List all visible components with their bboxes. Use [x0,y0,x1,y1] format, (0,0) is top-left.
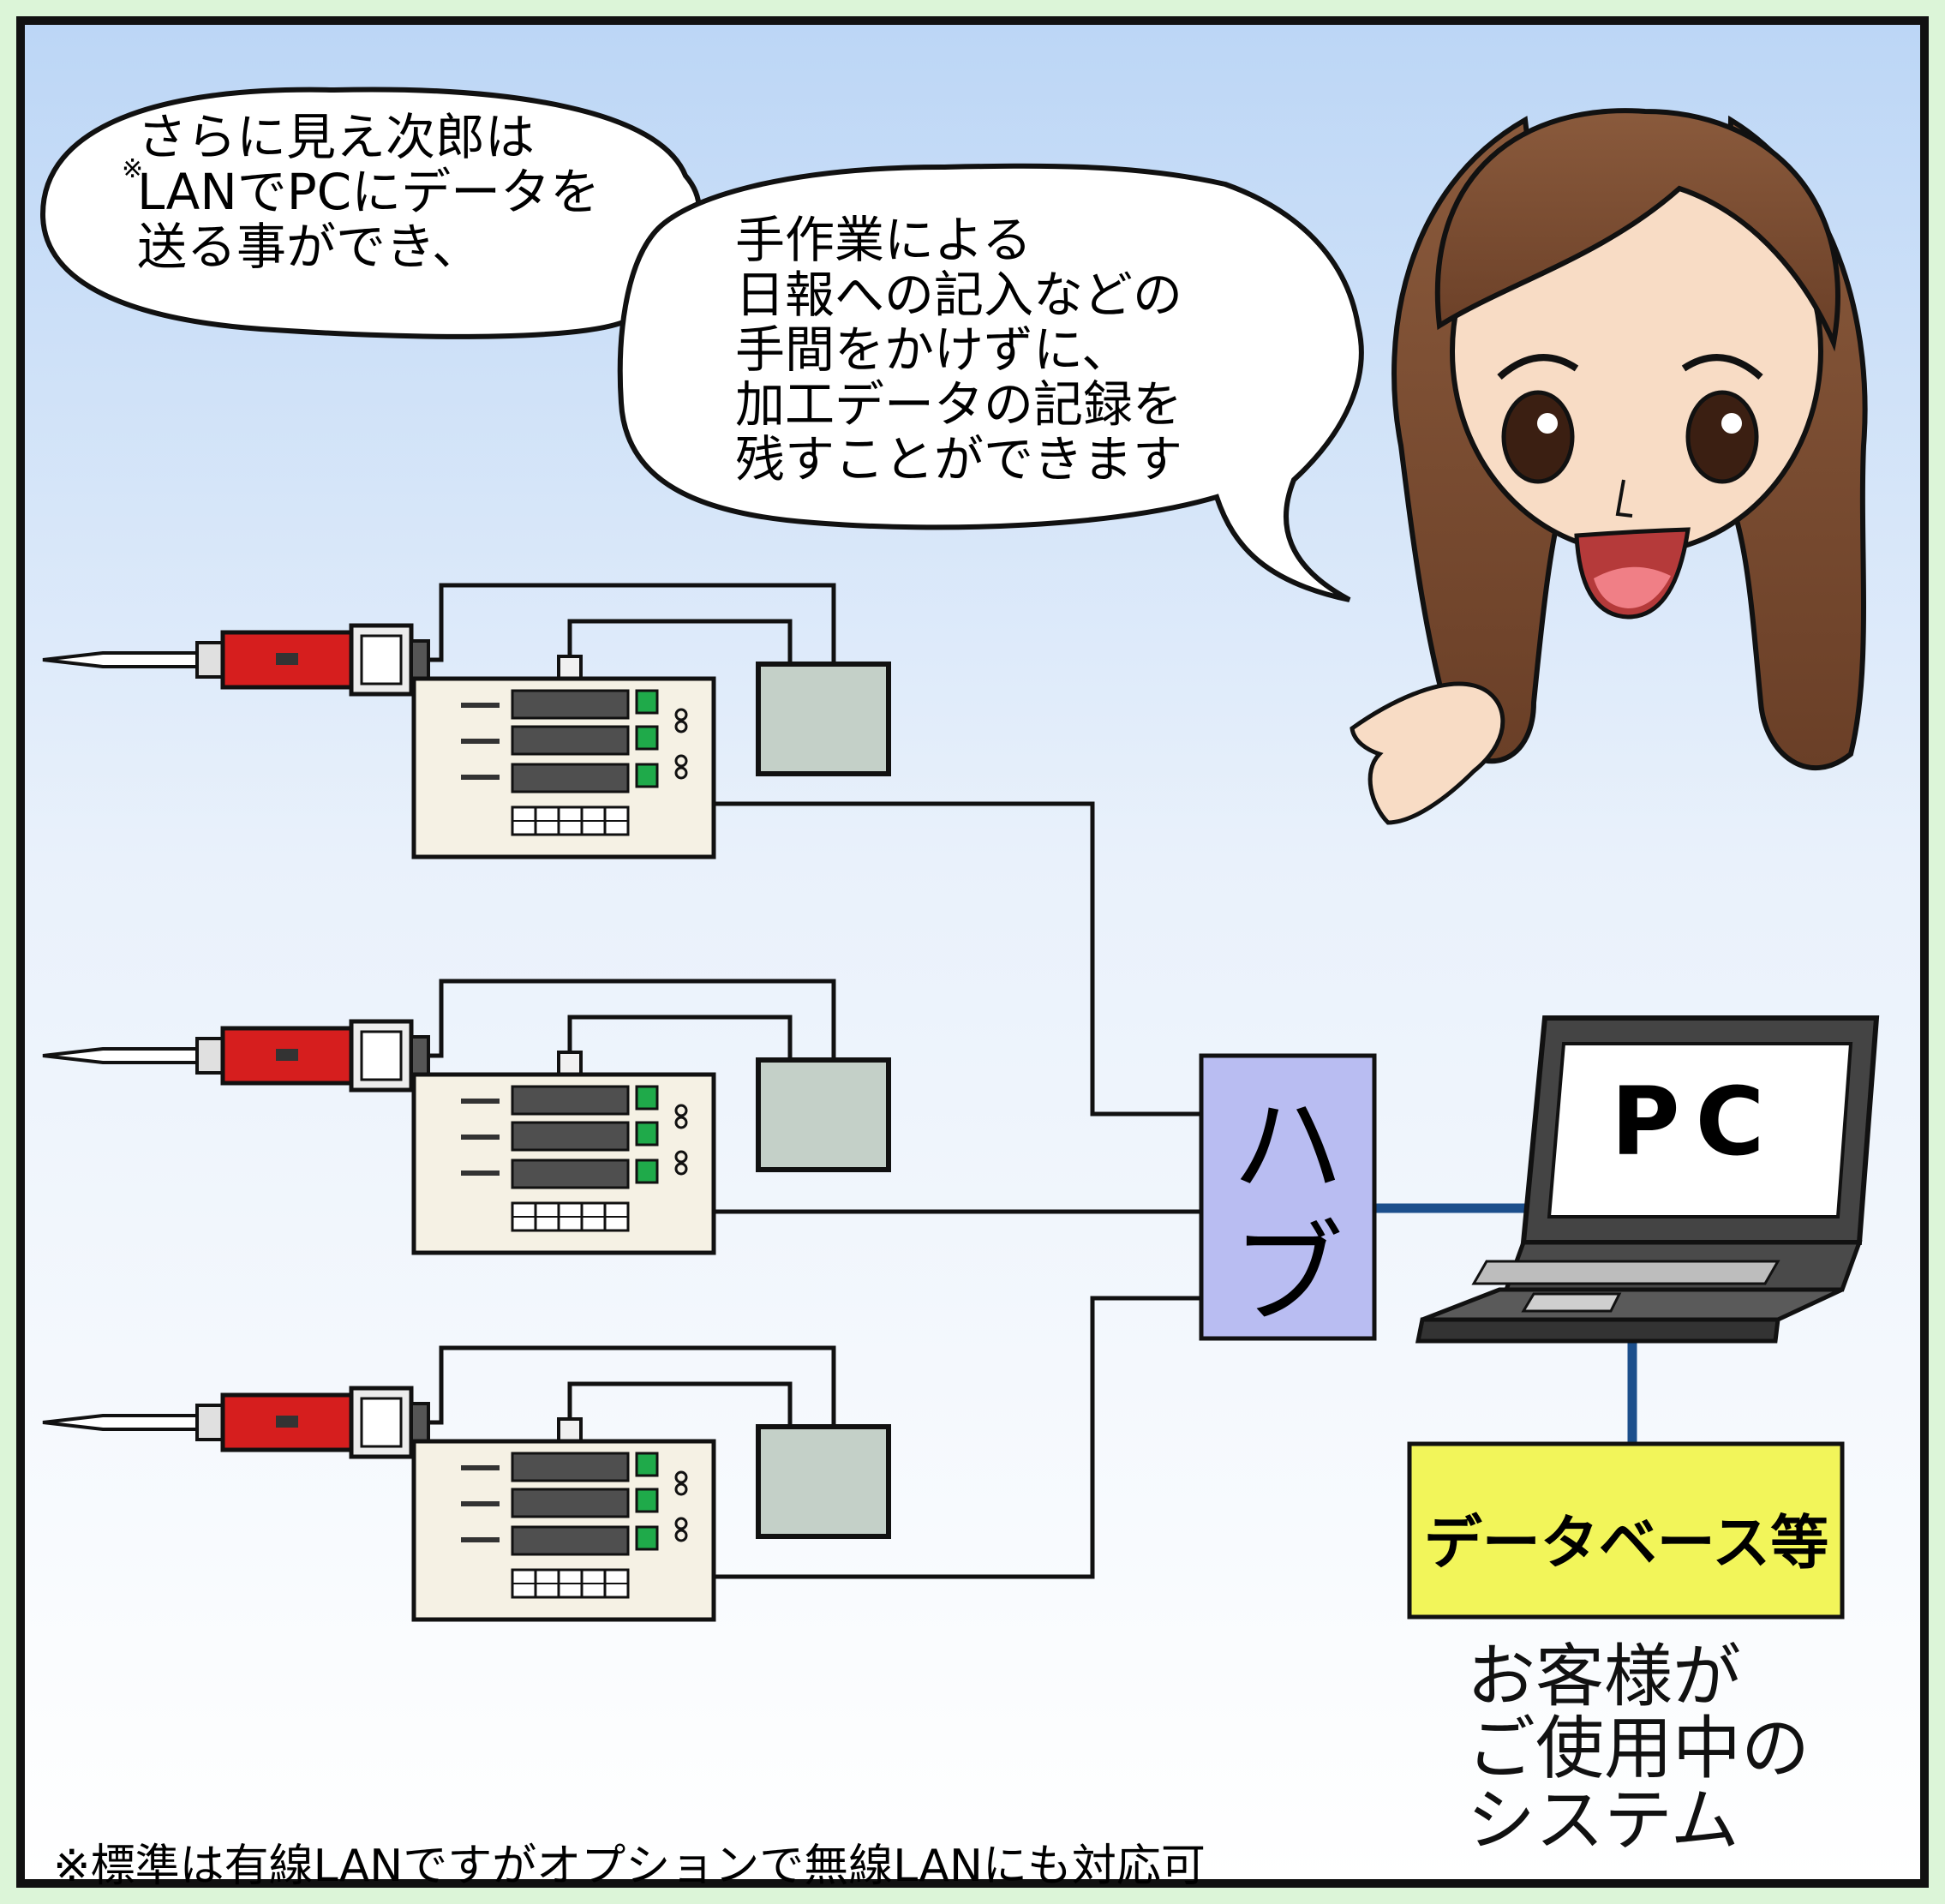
footnote: ※標準は有線LANですがオプションで無線LANにも対応可 [53,1841,1206,1892]
hub-char: ハ [1232,1081,1344,1211]
speech-bubble-left [39,87,702,339]
system-line: システム [1467,1781,1739,1860]
hub-label: ハ ブ [1232,1081,1344,1338]
sensor-box-icon [756,662,891,776]
note-mark: ※ [122,154,144,184]
customer-system-text: お客様が ご使用中の システム [1467,1641,1810,1857]
speech-line: 日報への記入などの [735,266,1183,324]
system-line: ご使用中の [1467,1709,1810,1788]
speech-bubble-right [617,163,1364,602]
controller-icon [414,655,714,857]
hub-box [1199,1053,1377,1341]
controller-icon [414,1417,714,1620]
sensor-box-icon [756,1057,891,1172]
woman-illustration [1350,108,1868,825]
speech-line: 送る事ができ、 [137,218,482,276]
speech-line: LANでPCにデータを [137,163,601,221]
pc-label: PC [1611,1067,1780,1177]
speech-line: 手作業による [735,211,1032,269]
laptop-icon [1415,1015,1880,1344]
system-line: お客様が [1467,1637,1741,1716]
speech-line: 手間をかけずに、 [735,320,1132,379]
speech-line: 残すことができます [735,430,1183,488]
speech-text-right: 手作業による 日報への記入などの 手間をかけずに、 加工データの記録を 残すこと… [735,213,1182,487]
speech-line: 加工データの記録を [735,375,1183,434]
database-label: データベース等 [1423,1510,1829,1578]
sensor-box-icon [756,1424,891,1539]
controller-icon [414,1051,714,1253]
speech-line: さらに見え次郎は [137,108,536,166]
speech-text-left: さらに見え次郎は LANでPCにデータを 送る事ができ、 [137,110,600,274]
database-box [1407,1441,1845,1620]
hub-char: ブ [1232,1209,1344,1339]
lan-cables [1374,1203,1637,1444]
